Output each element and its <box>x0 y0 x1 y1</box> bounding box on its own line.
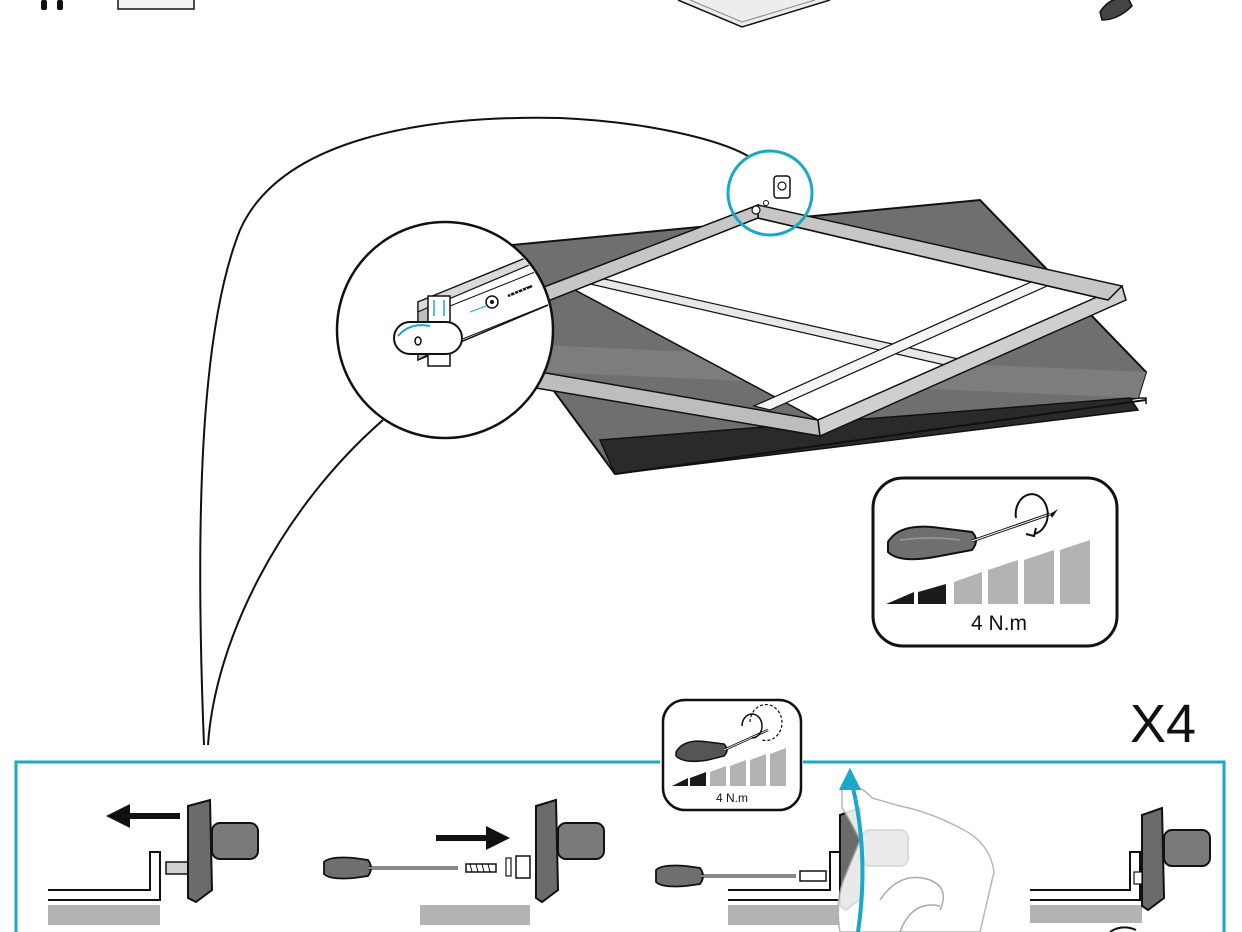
screwdriver-handle-fragment <box>1099 0 1133 21</box>
rotate-arrow-icon <box>839 767 865 932</box>
step-2-insert-screw <box>323 798 605 925</box>
screw-icon <box>465 863 497 873</box>
torque-bars-icon <box>672 748 786 786</box>
top-fragments <box>41 0 1133 28</box>
screwdriver-icon <box>655 864 796 888</box>
step-strip: 4 N.m <box>14 698 1226 932</box>
screwdriver-icon <box>887 509 1058 561</box>
screwdriver-icon <box>323 856 458 880</box>
callout-curve-top <box>199 116 749 746</box>
panel-edge-dark <box>598 397 1140 475</box>
arrow-right-icon <box>436 826 510 850</box>
panel-assembly <box>508 198 1148 476</box>
torque-callout-main: 4 N.m <box>871 476 1119 648</box>
screw-pair-icon <box>41 0 63 10</box>
torque-value-step: 4 N.m <box>716 791 748 805</box>
callout-curve-bottom <box>207 419 384 746</box>
torque-value-main: 4 N.m <box>971 612 1027 635</box>
repeat-count-label: X4 <box>1130 694 1196 754</box>
step-3-tighten-screw <box>655 767 995 932</box>
frame-side-right <box>817 284 1127 438</box>
hand-icon <box>837 785 995 932</box>
arrow-left-icon <box>106 804 180 828</box>
step-4-bracket-installed <box>1030 806 1211 932</box>
torque-bars-icon <box>886 540 1090 604</box>
screw-icon <box>507 284 533 298</box>
screwdriver-icon <box>675 728 769 763</box>
rotate-arrow-icon <box>1014 493 1049 538</box>
corner-detail-top <box>726 149 814 237</box>
step-1-remove-bracket <box>48 798 259 925</box>
bracket-knob-icon <box>393 321 463 355</box>
plate-fragment-left <box>117 0 195 10</box>
magnified-corner-detail <box>335 220 555 440</box>
rotate-arrow-icon <box>741 703 783 742</box>
torque-callout-step: 4 N.m <box>661 698 803 812</box>
